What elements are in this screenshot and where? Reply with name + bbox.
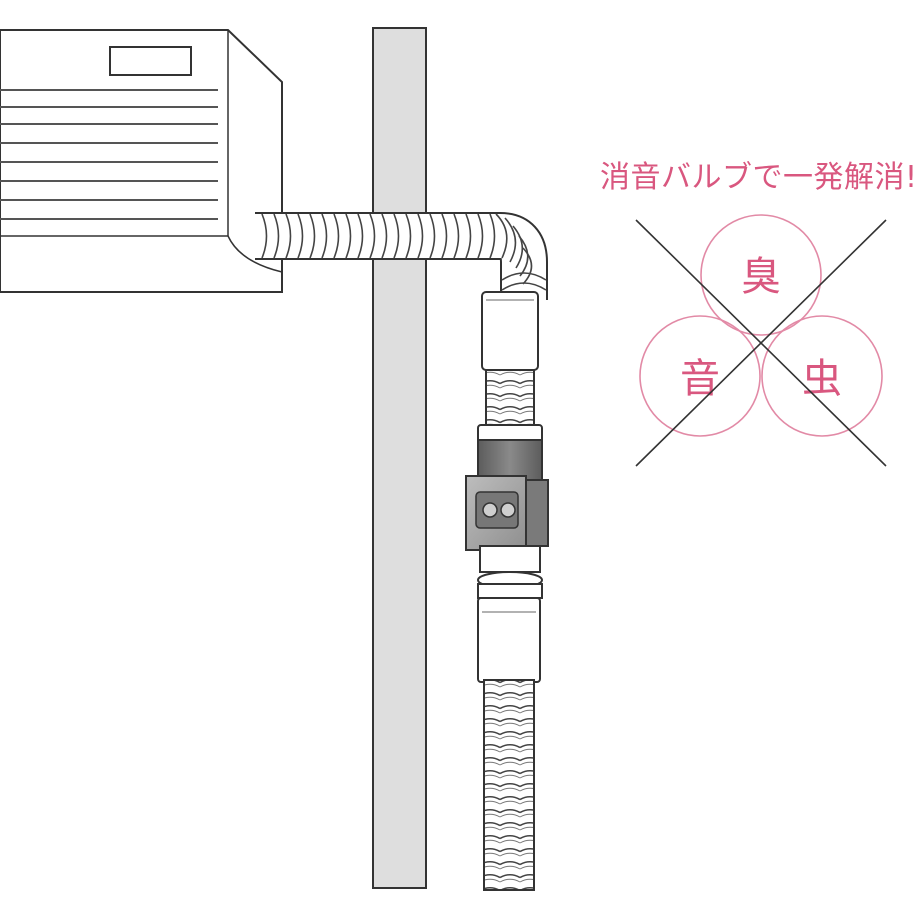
wall <box>372 27 427 889</box>
lower-drain-hose <box>477 597 541 891</box>
odor-label: 臭 <box>741 254 781 300</box>
problems-graphic: 臭 音 虫 <box>635 214 887 467</box>
insect-label: 虫 <box>802 356 842 402</box>
air-conditioner-icon <box>0 29 283 293</box>
cross-mark-icon <box>635 219 887 467</box>
noise-label: 音 <box>680 356 720 402</box>
headline-text: 消音バルブで一発解消! <box>600 160 918 195</box>
silencer-valve-icon <box>465 439 549 599</box>
